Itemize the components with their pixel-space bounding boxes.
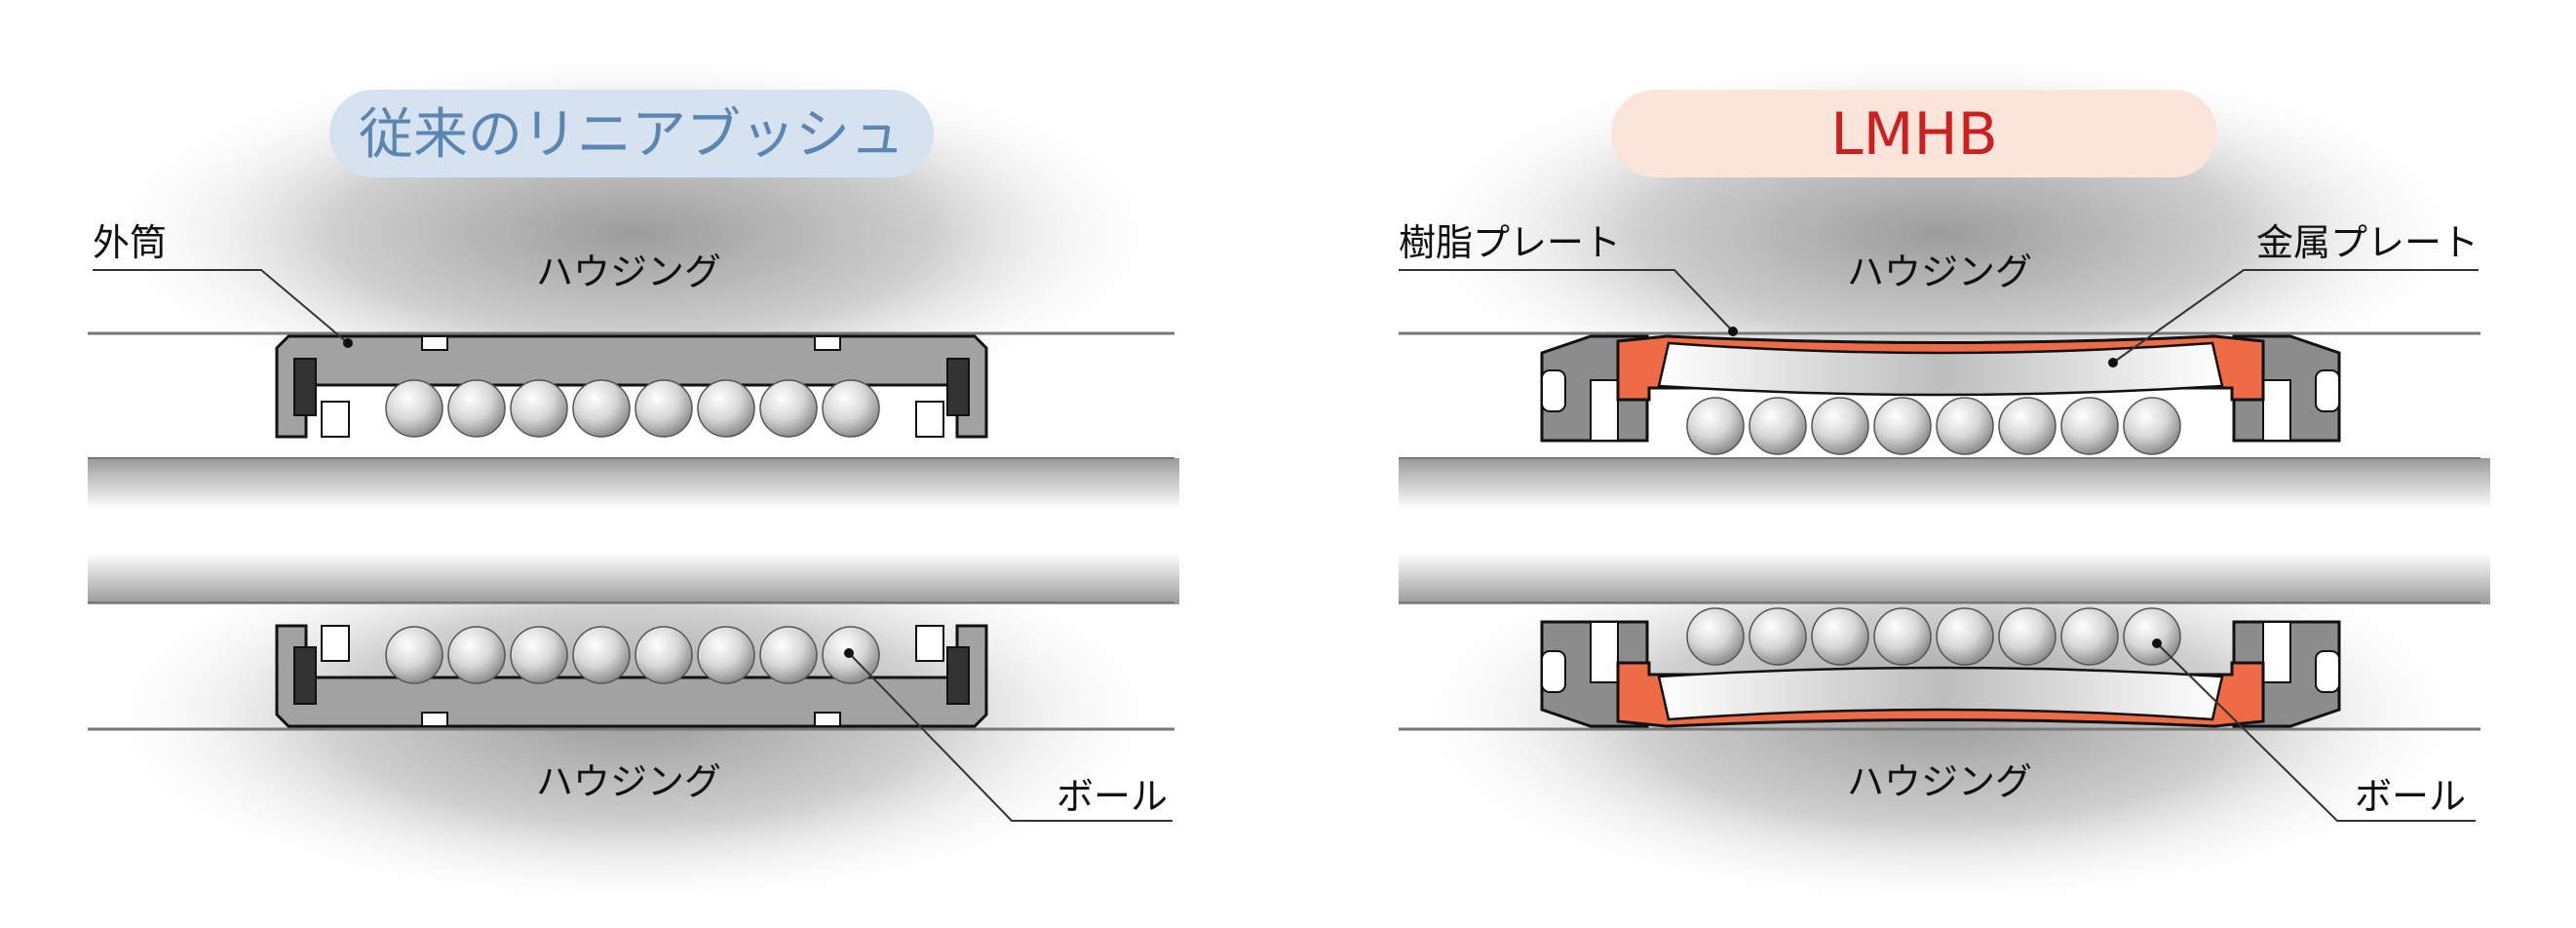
ball [2123, 397, 2181, 455]
label-resin-plate: 樹脂プレート [1399, 221, 1621, 264]
ball [1811, 607, 1869, 666]
label-metal-plate: 金属プレート [2256, 221, 2479, 264]
ball [1936, 397, 1994, 455]
ball [447, 379, 506, 438]
ball [1686, 607, 1745, 666]
lmhb-title-bg [1611, 90, 2217, 177]
conventional-title-bg [329, 90, 934, 177]
lmhb-bushing-lower [1540, 620, 2341, 728]
ball [1873, 397, 1932, 455]
ball [697, 626, 755, 684]
label-housing-top: ハウジング [536, 251, 721, 293]
outer-cylinder-lower [275, 624, 988, 728]
label-housing-top-r: ハウジング [1847, 251, 2032, 293]
ball [1749, 607, 1807, 666]
leader-ball-r [2156, 642, 2476, 822]
label-housing-bottom-r: ハウジング [1847, 760, 2032, 803]
ball [1998, 607, 2057, 666]
metal-plate-lower [1657, 666, 2224, 721]
ball [447, 626, 506, 684]
conventional-panel: 従来のリニアブッシュ ハウジング ハウジ [88, 49, 1179, 911]
ball [385, 626, 443, 684]
ball [1686, 397, 1745, 455]
ball [510, 626, 568, 684]
ball [1873, 607, 1932, 666]
ball [1998, 397, 2057, 455]
ball [510, 379, 568, 438]
label-ball-r: ボール [2355, 775, 2466, 818]
label-housing-bottom: ハウジング [536, 760, 721, 803]
outer-cylinder-upper [275, 334, 988, 439]
leader-metal-plate [2112, 269, 2479, 364]
ball [697, 379, 755, 438]
ball [1811, 397, 1869, 455]
lmhb-title: LMHB [1830, 100, 1997, 169]
ball [2060, 607, 2119, 666]
ball [759, 626, 818, 684]
balls-conventional-top [385, 379, 880, 438]
lmhb-bushing-upper [1540, 334, 2341, 443]
ball [1936, 607, 1994, 666]
ball [1749, 397, 1807, 455]
ball [759, 379, 818, 438]
leader-resin-plate [1399, 269, 1734, 332]
balls-conventional-bottom [385, 626, 880, 684]
balls-lmhb-top [1686, 397, 2181, 455]
shaft-bore-band-r [1399, 458, 2490, 604]
ball [2123, 607, 2181, 666]
leader-outer-cylinder [93, 269, 349, 344]
balls-lmhb-bottom [1686, 607, 2181, 666]
metal-plate-upper [1657, 341, 2224, 397]
ball [572, 379, 631, 438]
shaft-bore-band [88, 458, 1179, 604]
label-ball: ボール [1057, 775, 1168, 818]
ball [822, 379, 880, 438]
ball [2060, 397, 2119, 455]
ball [634, 379, 693, 438]
lmhb-panel: LMHB ハウジング ハウジン [1394, 49, 2490, 911]
ball [572, 626, 631, 684]
conventional-title: 従来のリニアブッシュ [359, 103, 904, 167]
ball [385, 379, 443, 438]
ball [634, 626, 693, 684]
label-outer-cylinder: 外筒 [93, 221, 167, 264]
leader-ball [848, 652, 1173, 822]
